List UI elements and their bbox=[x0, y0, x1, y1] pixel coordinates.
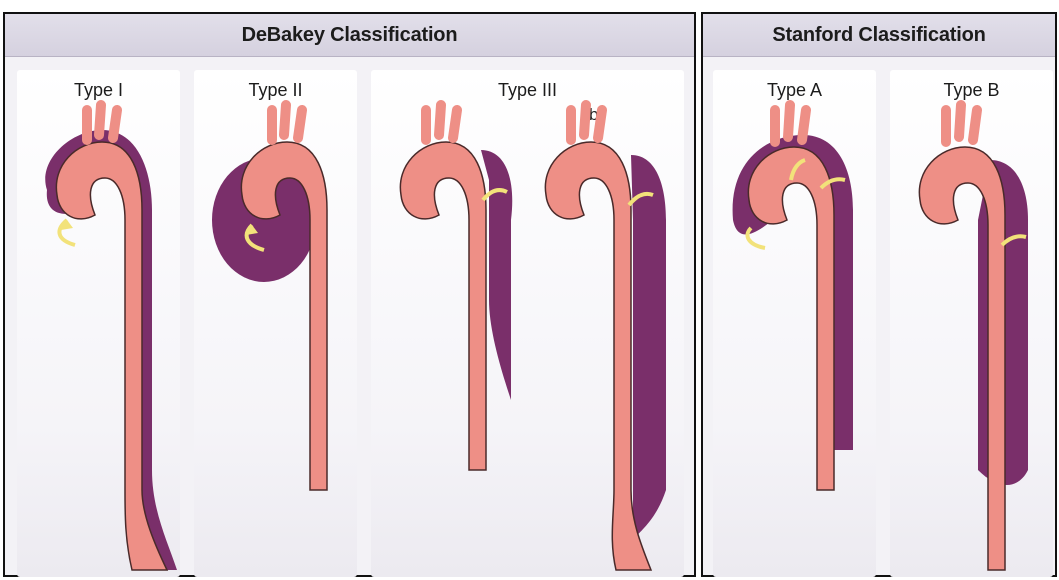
stanford-frame: Stanford Classification Type A Type B bbox=[701, 12, 1057, 577]
aorta-type-a-illustration bbox=[713, 70, 876, 577]
arch-branches-a bbox=[426, 105, 457, 140]
aorta-type-3-illustration bbox=[371, 70, 684, 577]
stanford-title: Stanford Classification bbox=[703, 14, 1055, 57]
panel-type-2: Type II bbox=[194, 70, 357, 577]
true-lumen-a bbox=[400, 142, 486, 470]
panel-type-b: Type B bbox=[890, 70, 1053, 577]
arch-branches bbox=[272, 105, 302, 140]
aorta-type-b-illustration bbox=[890, 70, 1053, 577]
debakey-title: DeBakey Classification bbox=[5, 14, 694, 57]
panel-type-a: Type A bbox=[713, 70, 876, 577]
debakey-frame: DeBakey Classification Type I Type II Ty… bbox=[3, 12, 696, 577]
arch-branches bbox=[775, 105, 806, 142]
true-lumen bbox=[748, 147, 834, 490]
aorta-type-1-illustration bbox=[17, 70, 180, 577]
aorta-type-2-illustration bbox=[194, 70, 357, 577]
arch-branches bbox=[87, 105, 117, 140]
true-lumen bbox=[919, 147, 1005, 570]
arch-branches-b bbox=[571, 105, 602, 140]
panel-type-3: Type III a b bbox=[371, 70, 684, 577]
panel-type-1: Type I bbox=[17, 70, 180, 577]
arch-branches bbox=[946, 105, 977, 142]
false-lumen-b bbox=[631, 155, 666, 540]
